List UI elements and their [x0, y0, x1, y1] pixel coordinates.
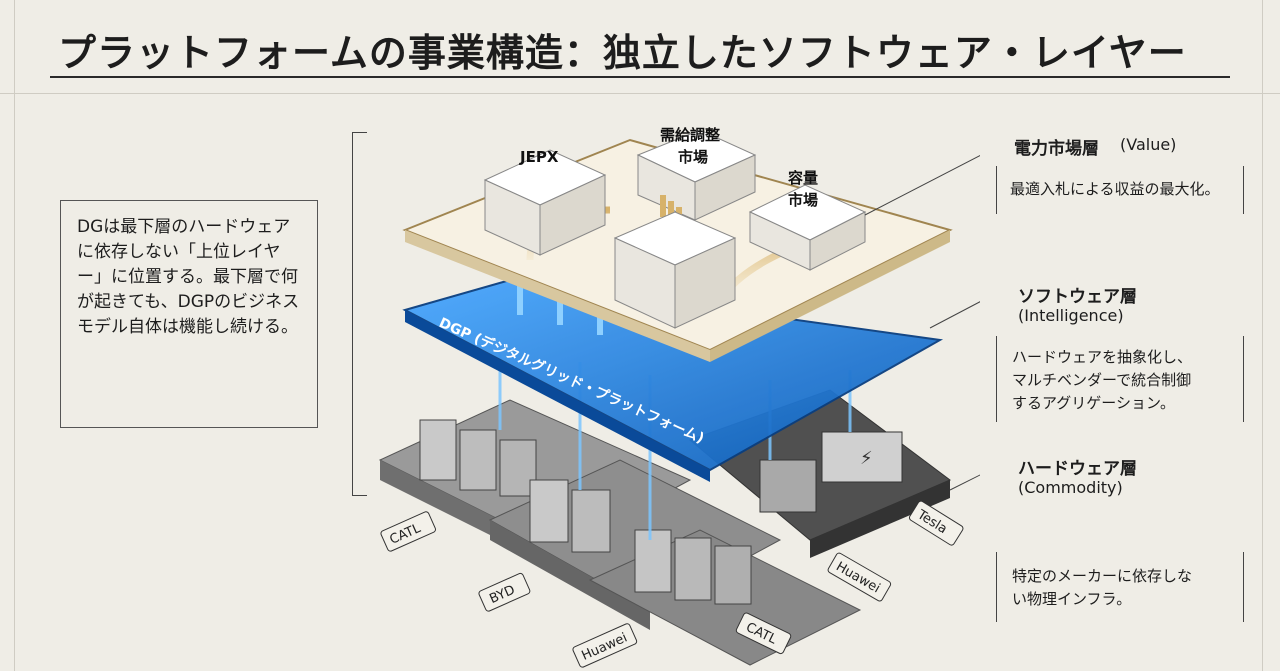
vendor-tag: Tesla	[908, 500, 964, 546]
layer-title-market: 電力市場層	[1014, 139, 1099, 159]
layer-desc-market: 最適入札による収益の最大化。	[1010, 180, 1220, 198]
market-box-jepx: JEPX	[483, 148, 607, 256]
left-note-box: DGは最下層のハードウェアに依存しない「上位レイヤー」に位置する。最下層で何が起…	[60, 200, 318, 428]
frame-line-top	[0, 93, 1280, 94]
cabinet	[571, 489, 611, 553]
market-label-capacity-1: 容量	[787, 169, 818, 187]
frame-line-left	[14, 0, 15, 671]
layer-subtitle-hardware: (Commodity)	[1018, 478, 1123, 497]
leader-lines	[864, 154, 980, 491]
vendor-tag: CATL	[735, 612, 792, 655]
layer-subtitle-software: (Intelligence)	[1018, 306, 1124, 325]
frame-line-right	[1262, 0, 1263, 671]
market-layer: JEPX 需給調整 市場 容量 市場	[402, 126, 953, 362]
market-box-supply-demand: 需給調整 市場	[636, 126, 757, 221]
vendor-tag: Huawei	[572, 623, 638, 668]
bar-chart-icon	[660, 195, 682, 217]
cabinet-group-front	[634, 529, 752, 605]
layer-title-hardware: ハードウェア層	[1018, 459, 1137, 479]
cabinet	[459, 429, 497, 491]
cabinet-group-right: ⚡	[759, 431, 903, 513]
left-bracket	[352, 132, 367, 496]
cabinet	[714, 545, 752, 605]
market-board-edge	[405, 230, 710, 362]
desc-frame-hardware	[996, 552, 1244, 622]
page-title: プラットフォームの事業構造：独立したソフトウェア・レイヤー	[58, 31, 1187, 75]
hardware-layer: ⚡	[378, 389, 951, 666]
cabinet	[419, 419, 457, 481]
layer-desc-hardware: 特定のメーカーに依存しな い物理インフラ。	[1012, 567, 1193, 608]
cabinet-group-left	[419, 419, 537, 497]
desc-frame-market	[996, 166, 1244, 214]
vendor-tag: BYD	[478, 572, 531, 612]
title-rule	[50, 76, 1230, 78]
bolt-icon: ⚡	[860, 448, 873, 469]
cabinet	[821, 431, 903, 483]
cabinet	[674, 537, 712, 601]
vendor-tag: CATL	[380, 511, 436, 552]
dgp-plate	[402, 278, 944, 472]
layer-desc-software: ハードウェアを抽象化し、 マルチベンダーで統合制御 するアグリゲーション。	[1012, 348, 1193, 412]
layer-subtitle-market: (Value)	[1120, 135, 1177, 154]
hardware-plate-right-side	[810, 480, 950, 558]
cabinet-group-mid	[529, 479, 611, 553]
market-label-supply-demand-1: 需給調整	[660, 126, 720, 144]
market-label-supply-demand-2: 市場	[678, 148, 708, 166]
layer-title-software: ソフトウェア層	[1018, 287, 1137, 307]
desc-frame-software	[996, 336, 1244, 422]
hardware-plate-mid-side	[490, 520, 650, 630]
cabinet	[634, 529, 672, 593]
market-box-capacity: 容量 市場	[748, 169, 867, 271]
market-box-center	[613, 211, 737, 329]
cabinet	[759, 459, 817, 513]
cabinet	[529, 479, 569, 543]
market-label-capacity-2: 市場	[788, 191, 818, 209]
dgp-plate-edge	[405, 310, 710, 482]
market-label-jepx: JEPX	[519, 148, 559, 166]
vendor-tag: Huawei	[827, 552, 892, 602]
market-board-edge-right	[710, 230, 950, 362]
layer-diagram: ⚡ CATL BYD Huawei CATL Huawei Tesla	[378, 126, 980, 668]
